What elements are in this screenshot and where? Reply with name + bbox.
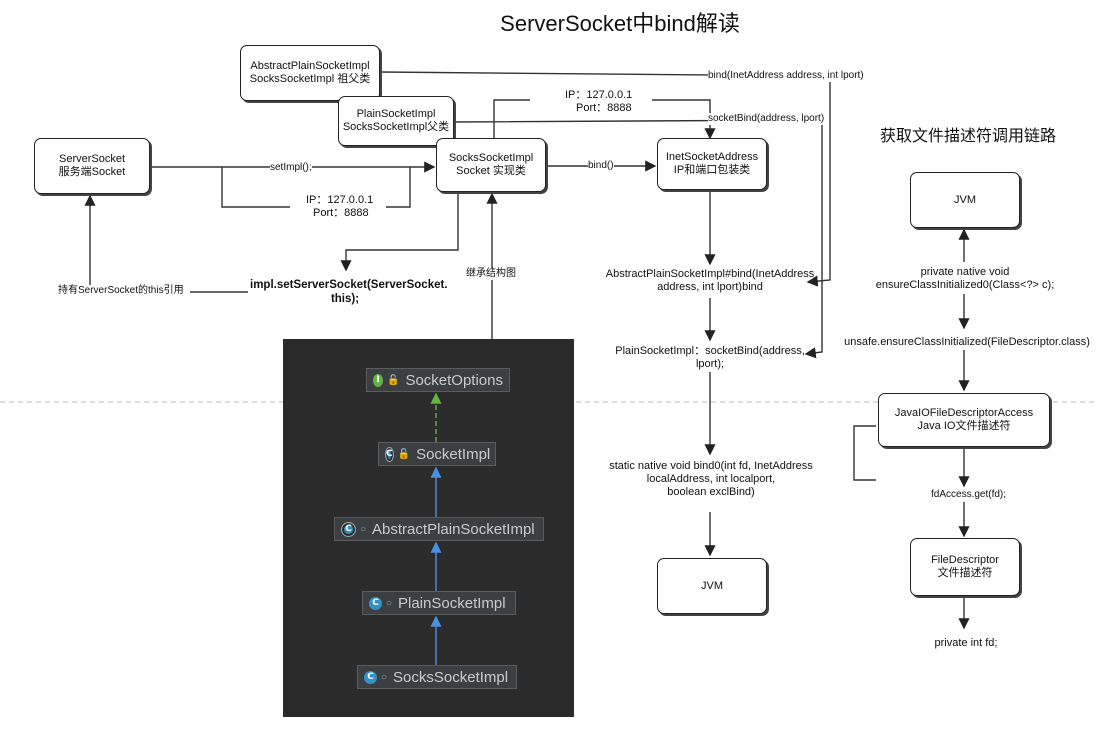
java-io-fd-access-box: JavaIOFileDescriptorAccess Java IO文件描述符 — [878, 393, 1050, 447]
bind-signature-label: bind(InetAddress address, int lport) — [708, 70, 864, 82]
hierarchy-node-abstract-plain-socket-impl: C ○ AbstractPlainSocketImpl — [334, 517, 544, 541]
file-descriptor-box: FileDescriptor 文件描述符 — [910, 538, 1020, 596]
set-server-socket-label: impl.setServerSocket(ServerSocket. this)… — [250, 278, 448, 306]
label-line: lport); — [695, 358, 725, 370]
port-mid-label: Port：8888 — [313, 207, 369, 219]
server-socket-box: ServerSocket 服务端Socket — [34, 138, 150, 194]
port-top-label: Port：8888 — [576, 102, 632, 114]
plain-bind-label: PlainSocketImpl：socketBind(address, lpor… — [612, 345, 808, 371]
socket-bind-label: socketBind(address, lport) — [708, 113, 825, 125]
lock-icon: 🔓 — [386, 374, 400, 386]
box-line: SocksSocketImpl父类 — [342, 121, 450, 133]
box-line: Java IO文件描述符 — [917, 420, 1011, 432]
plain-socket-impl-box: PlainSocketImpl SocksSocketImpl父类 — [338, 96, 454, 146]
inherit-label: 继承结构图 — [466, 268, 516, 280]
box-line: 服务端Socket — [58, 166, 126, 178]
label-line: PlainSocketImpl：socketBind(address, — [615, 345, 805, 357]
box-line: FileDescriptor — [931, 554, 999, 566]
jvm-bottom-box: JVM — [657, 558, 767, 614]
label-line: ensureClassInitialized0(Class<?> c); — [875, 279, 1055, 291]
box-line: Socket 实现类 — [456, 165, 526, 177]
fd-access-label: fdAccess.get(fd); — [931, 489, 1007, 501]
label-line: localAddress, int localport, — [646, 473, 776, 485]
fd-chain-title: 获取文件描述符调用链路 — [879, 128, 1056, 145]
hierarchy-node-socket-impl: C🔓 SocketImpl — [378, 442, 496, 466]
class-icon: C — [369, 596, 382, 610]
private-native-label: private native void ensureClassInitializ… — [866, 266, 1064, 292]
class-icon: C — [364, 670, 377, 684]
diagram-title: ServerSocket中bind解读 — [500, 11, 740, 36]
hierarchy-node-socket-options: I🔓 SocketOptions — [366, 368, 510, 392]
box-line: SocksSocketImpl 祖父类 — [249, 73, 371, 85]
bind-call-label: bind() — [588, 160, 614, 172]
box-line: JavaIOFileDescriptorAccess — [894, 407, 1034, 419]
abstract-class-icon: C — [385, 446, 394, 462]
socks-socket-impl-box: SocksSocketImpl Socket 实现类 — [436, 138, 546, 192]
package-private-icon: ○ — [360, 523, 367, 535]
box-line: 文件描述符 — [937, 567, 993, 579]
label-line: boolean exclBind) — [667, 486, 755, 498]
jvm-top-box: JVM — [910, 172, 1020, 228]
box-line: PlainSocketImpl — [356, 108, 436, 120]
box-line: AbstractPlainSocketImpl — [250, 60, 370, 72]
node-label: PlainSocketImpl — [398, 594, 506, 612]
node-label: SocketOptions — [405, 371, 503, 389]
box-line: InetSocketAddress — [665, 151, 759, 163]
label-line: private native void — [920, 266, 1010, 278]
node-label: SocketImpl — [416, 445, 491, 463]
label-line: impl.setServerSocket(ServerSocket. — [250, 279, 448, 291]
label-line: this); — [330, 293, 360, 305]
set-impl-label: setImpl(); — [270, 162, 312, 174]
label-line: address, int lport)bind — [657, 281, 763, 293]
native-bind-label: static native void bind0(int fd, InetAdd… — [605, 460, 817, 499]
box-line: IP和端口包装类 — [673, 164, 751, 176]
package-private-icon: ○ — [386, 597, 393, 609]
inet-socket-address-box: InetSocketAddress IP和端口包装类 — [657, 138, 767, 190]
holds-ref-label: 持有ServerSocket的this引用 — [58, 285, 184, 297]
box-line: JVM — [701, 579, 723, 592]
private-fd-label: private int fd; — [934, 637, 998, 649]
hierarchy-node-plain-socket-impl: C ○ PlainSocketImpl — [362, 591, 516, 615]
unsafe-label: unsafe.ensureClassInitialized(FileDescri… — [844, 336, 1090, 348]
ip-top-label: IP：127.0.0.1 — [565, 89, 633, 101]
label-line: AbstractPlainSocketImpl#bind(InetAddress — [605, 268, 815, 280]
hierarchy-node-socks-socket-impl: C ○ SocksSocketImpl — [357, 665, 517, 689]
abstract-plain-socket-impl-box: AbstractPlainSocketImpl SocksSocketImpl … — [240, 45, 380, 101]
node-label: AbstractPlainSocketImpl — [372, 520, 535, 538]
lock-icon: 🔓 — [397, 448, 411, 460]
package-private-icon: ○ — [381, 671, 388, 683]
abstract-class-icon: C — [341, 521, 356, 537]
abstract-bind-label: AbstractPlainSocketImpl#bind(InetAddress… — [604, 268, 816, 294]
box-line: JVM — [954, 193, 976, 206]
node-label: SocksSocketImpl — [393, 668, 509, 686]
label-line: static native void bind0(int fd, InetAdd… — [609, 460, 813, 472]
box-line: ServerSocket — [58, 153, 126, 165]
box-line: SocksSocketImpl — [448, 152, 534, 164]
interface-icon: I — [373, 373, 383, 387]
ip-mid-label: IP：127.0.0.1 — [306, 194, 374, 206]
